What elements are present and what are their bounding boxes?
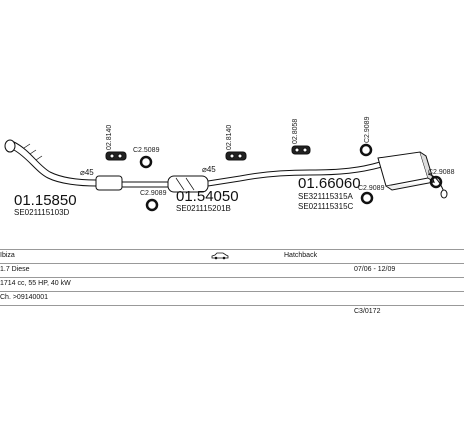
clamp-5 <box>429 175 443 189</box>
part-number-middle-silencer: 01.54050 <box>176 188 239 205</box>
body-type: Hatchback <box>284 252 318 259</box>
clamp-1 <box>139 155 153 169</box>
part-number-rear-silencer: 01.66060 <box>298 175 361 192</box>
clamp-2 <box>145 198 159 212</box>
middle-silencer <box>122 175 241 193</box>
info-row-specs: 1714 cc, 55 HP, 40 kW <box>0 277 464 291</box>
front-pipe <box>4 139 123 191</box>
model-name: Ibiza <box>0 252 15 259</box>
part-code-c4: 02.8140 <box>226 125 233 150</box>
ref-rear-silencer-a: SE321115315A <box>298 192 354 201</box>
catalog-code: C3/0172 <box>354 308 381 315</box>
part-code-c1: 02.8140 <box>106 125 113 150</box>
engine: 1.7 Diese <box>0 266 30 273</box>
engine-specs: 1714 cc, 55 HP, 40 kW <box>0 280 71 287</box>
part-code-c8: C2.9088 <box>428 169 455 176</box>
rear-silencer <box>377 151 448 199</box>
rubber-hanger-2 <box>225 151 247 161</box>
rear-pipe <box>239 161 383 182</box>
rubber-hanger-1 <box>105 151 127 161</box>
part-code-c7: C2.9089 <box>358 185 385 192</box>
part-code-c2: C2.5089 <box>133 147 160 154</box>
ref-middle-silencer: SE021115201B <box>176 204 231 213</box>
info-row-chassis: Ch. >09140001 <box>0 291 464 305</box>
car-icon <box>211 252 229 260</box>
ref-rear-silencer-c: SE021115315C <box>298 202 354 211</box>
ref-front-pipe: SE021115103D <box>14 208 70 217</box>
production-years: 07/06 - 12/09 <box>354 266 396 273</box>
vehicle-info-table: Ibiza Hatchback 1.7 Diese 07/06 - 12/09 … <box>0 249 464 319</box>
info-row-model: Ibiza Hatchback <box>0 249 464 263</box>
chassis-number: Ch. >09140001 <box>0 294 49 301</box>
pipe-diameter-2: ⌀45 <box>202 165 216 174</box>
exhaust-system-diagram: 01.15850 SE021115103D ⌀45 01.54050 SE021… <box>4 116 455 217</box>
part-code-c5: 02.8058 <box>292 119 299 144</box>
info-row-code: C3/0172 <box>0 305 464 319</box>
clamp-4 <box>360 191 374 205</box>
part-code-c3: C2.9089 <box>140 190 167 197</box>
part-code-c6: C2.9089 <box>364 116 371 143</box>
rubber-hanger-3 <box>291 145 311 155</box>
pipe-diameter-1: ⌀45 <box>80 168 94 177</box>
info-row-engine: 1.7 Diese 07/06 - 12/09 <box>0 263 464 277</box>
clamp-3 <box>359 143 373 157</box>
part-number-front-pipe: 01.15850 <box>14 192 77 209</box>
